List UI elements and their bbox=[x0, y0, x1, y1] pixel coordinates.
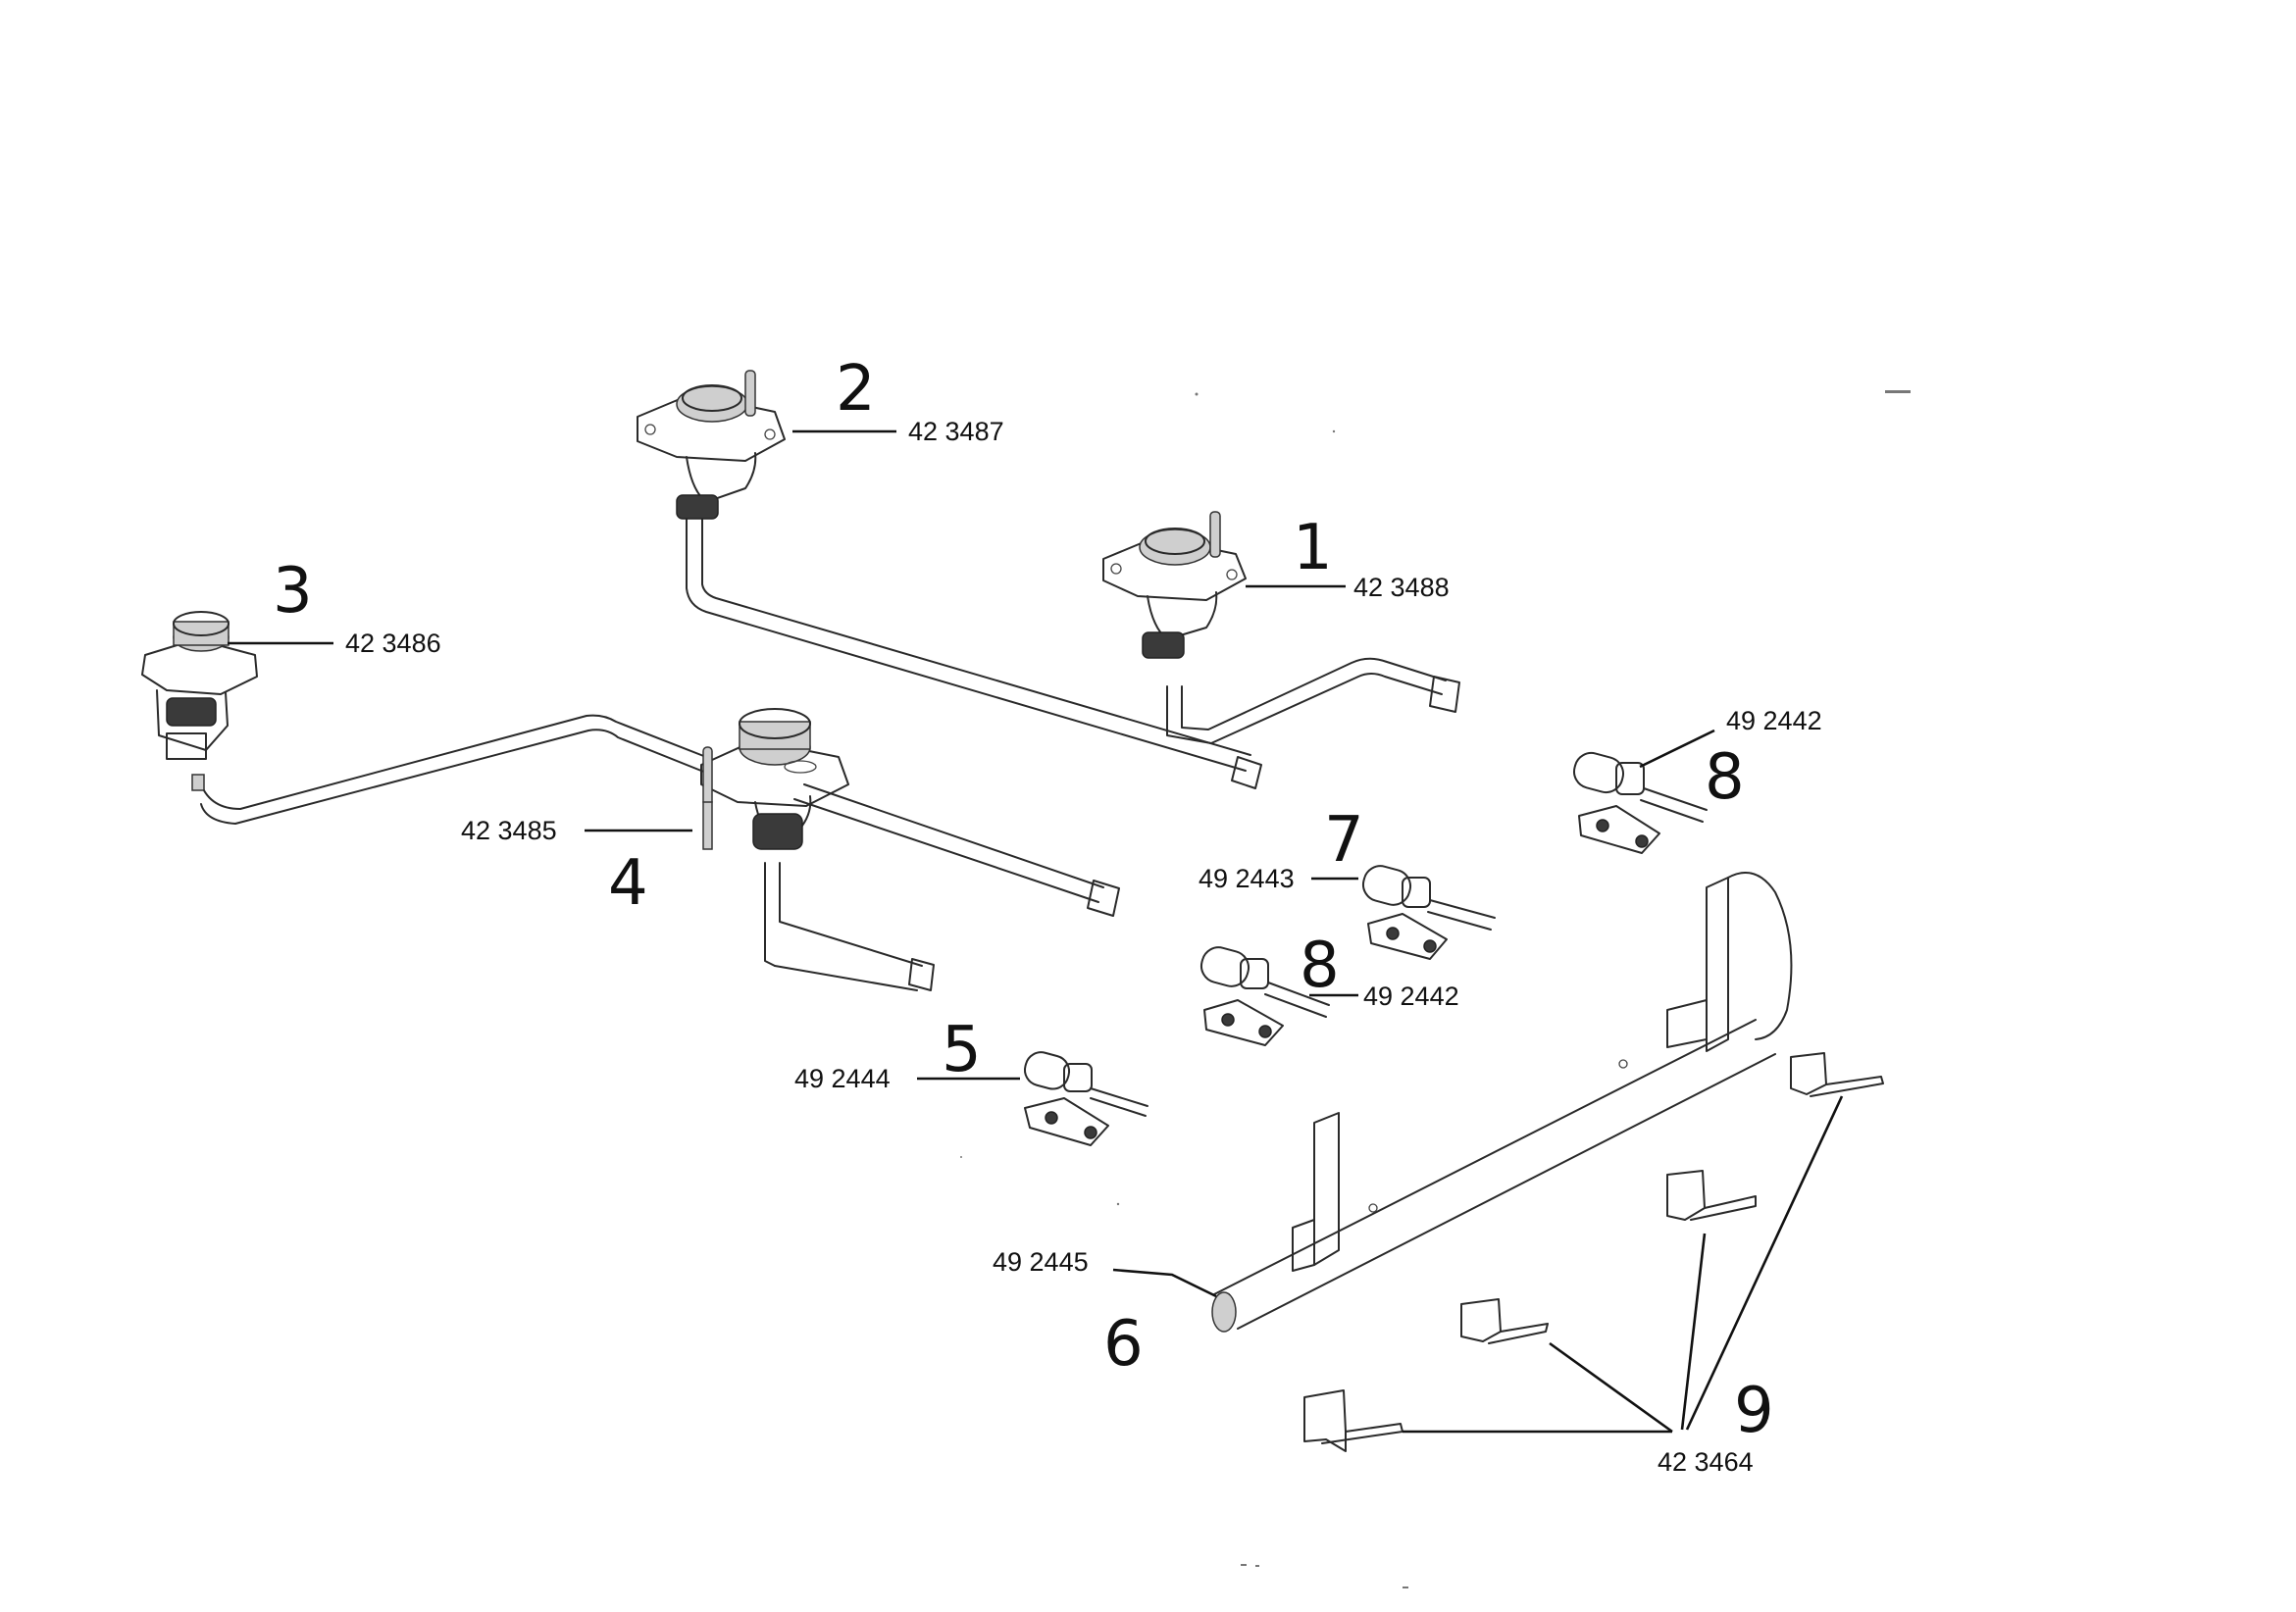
callout-number-2: 2 bbox=[836, 353, 876, 426]
callout-number-8a: 8 bbox=[1705, 741, 1745, 814]
callout-number-7: 7 bbox=[1324, 804, 1364, 877]
part-number-5: 49 2444 bbox=[794, 1064, 891, 1093]
part-number-3: 42 3486 bbox=[345, 629, 441, 658]
callout-number-5: 5 bbox=[942, 1014, 982, 1086]
part-number-8b: 49 2442 bbox=[1363, 982, 1459, 1011]
valve-8-lower bbox=[1199, 946, 1330, 1046]
callout-number-4: 4 bbox=[608, 847, 648, 920]
leader-lines bbox=[228, 429, 1844, 1434]
callout-number-3: 3 bbox=[273, 555, 313, 628]
callout-numbers: 1 2 3 4 5 6 7 8 8 9 bbox=[273, 353, 1774, 1447]
brackets-9 bbox=[1303, 1052, 1884, 1452]
part-number-4: 42 3485 bbox=[461, 816, 557, 845]
part-number-6: 49 2445 bbox=[993, 1247, 1089, 1277]
burner-valve-2 bbox=[637, 370, 786, 520]
part-number-1: 42 3488 bbox=[1353, 573, 1450, 602]
part-number-7: 49 2443 bbox=[1199, 864, 1295, 893]
part-number-9: 42 3464 bbox=[1658, 1447, 1754, 1477]
part-numbers: 42 3488 42 3487 42 3486 42 3485 49 2444 … bbox=[345, 417, 1822, 1477]
valve-8-upper bbox=[1573, 751, 1708, 854]
callout-number-6: 6 bbox=[1103, 1308, 1144, 1381]
burner-valve-1 bbox=[1102, 511, 1247, 659]
burner-valve-4 bbox=[700, 708, 849, 850]
gas-pipes bbox=[200, 519, 1460, 991]
callout-number-9: 9 bbox=[1734, 1375, 1774, 1447]
manifold-bar-6 bbox=[1211, 872, 1793, 1333]
valve-5 bbox=[1023, 1051, 1148, 1146]
burner-valve-3 bbox=[141, 611, 258, 791]
valve-7 bbox=[1361, 865, 1496, 960]
scan-speckle bbox=[960, 390, 1911, 1588]
part-number-2: 42 3487 bbox=[908, 417, 1004, 446]
callout-number-1: 1 bbox=[1293, 512, 1333, 584]
callout-number-8b: 8 bbox=[1300, 930, 1340, 1002]
part-number-8a: 49 2442 bbox=[1726, 706, 1822, 735]
